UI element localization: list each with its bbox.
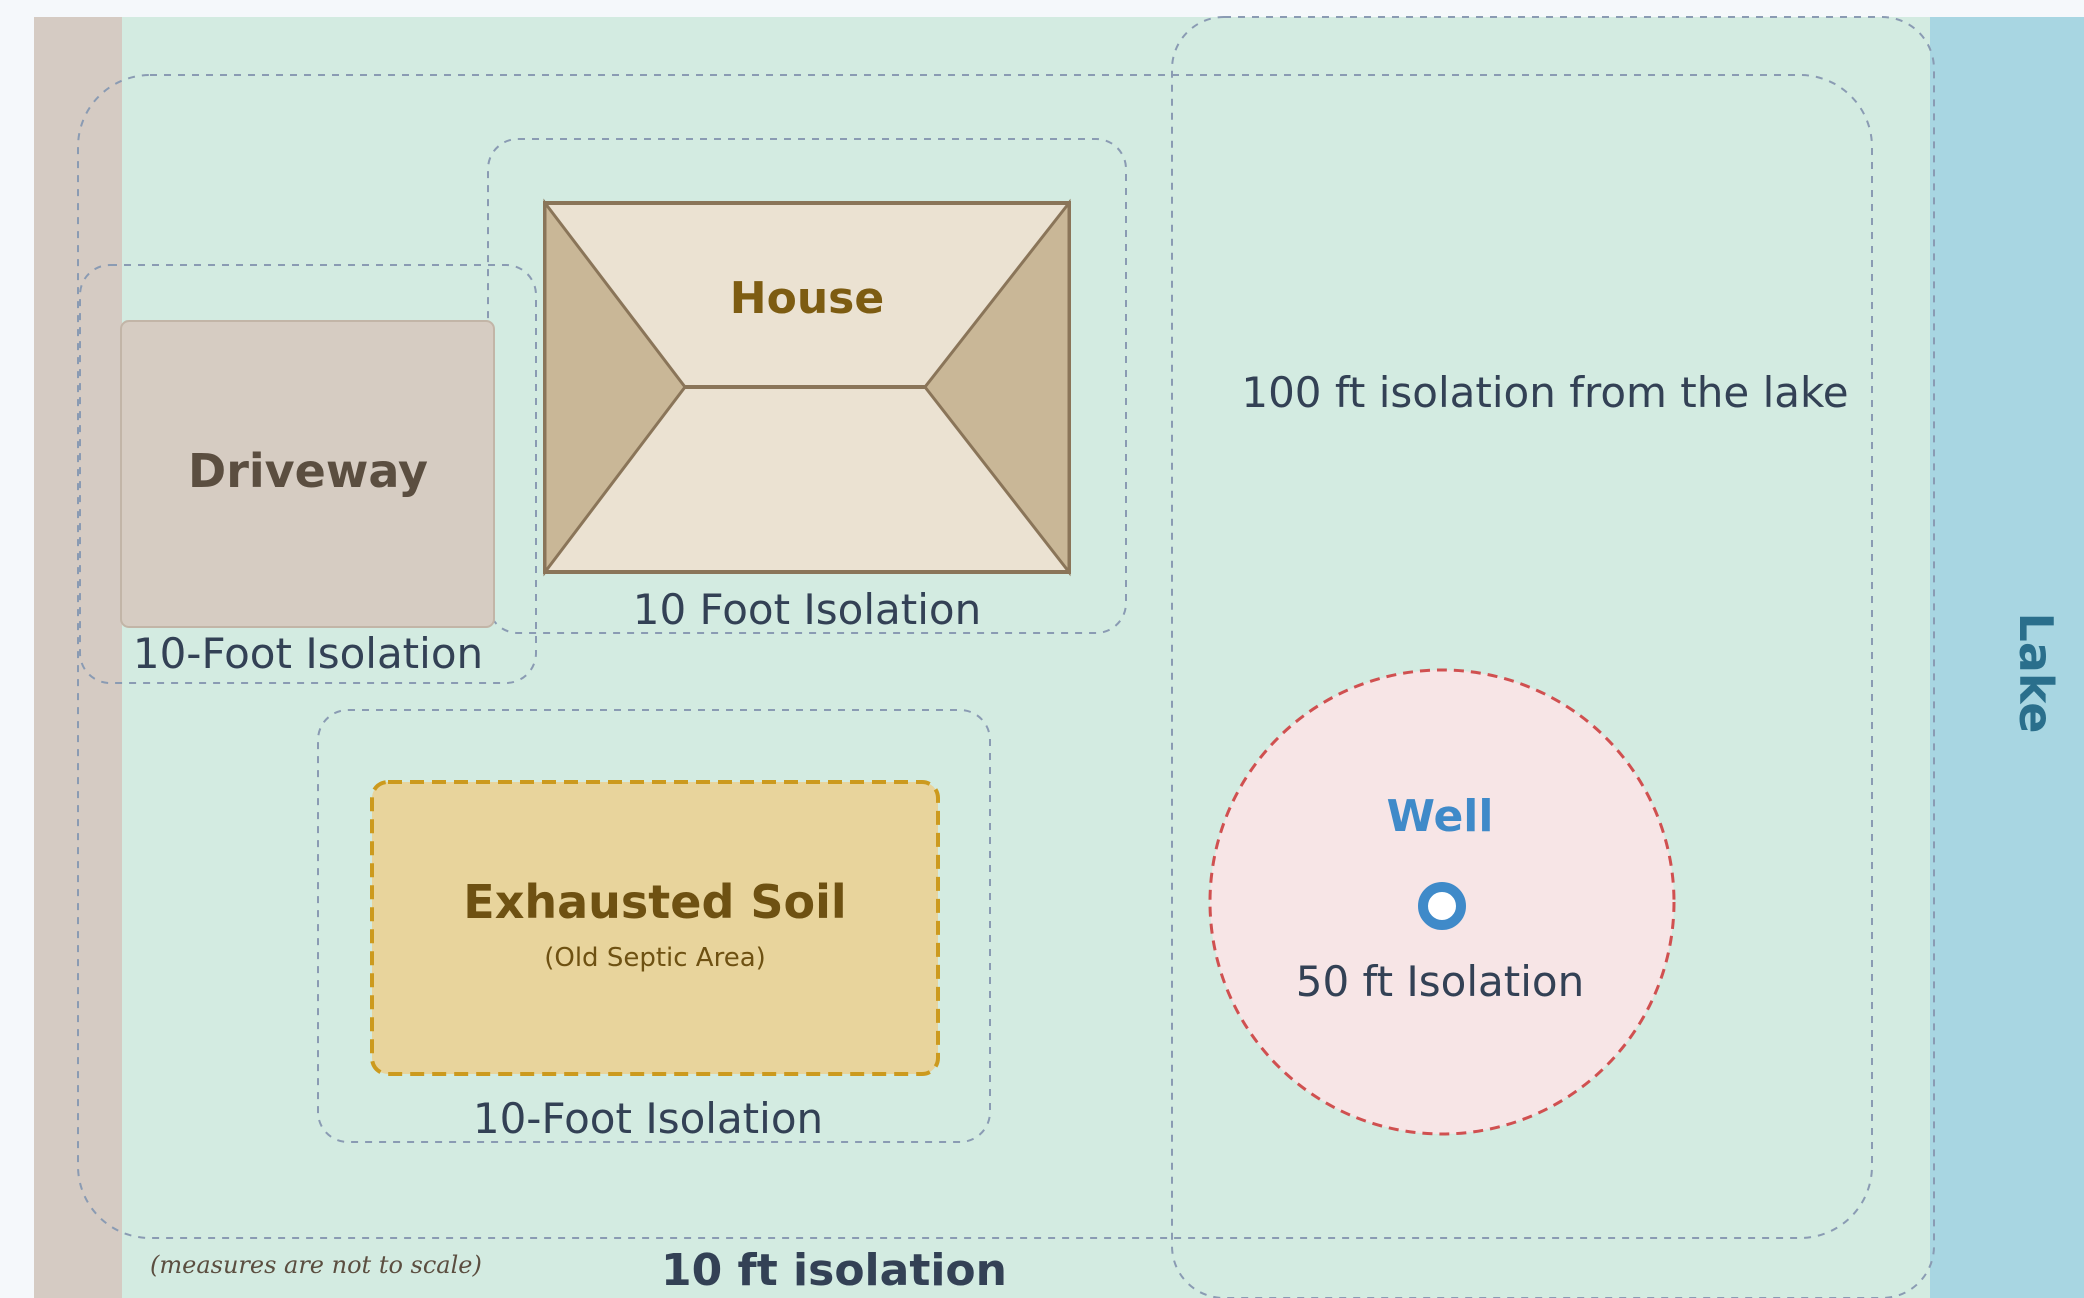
lake-isolation-zone [1171, 16, 1935, 1298]
house-roof-right-face [923, 198, 1071, 577]
driveway-isolation-zone [79, 264, 537, 684]
soil-isolation-zone [317, 709, 991, 1143]
house-label: House [730, 273, 884, 324]
house-roof-left-face [543, 198, 687, 577]
lake-label: Lake [2009, 613, 2063, 734]
well-label: Well [1387, 791, 1494, 842]
perimeter-isolation-zone [77, 74, 1873, 1239]
driveway-isolation-label: 10-Foot Isolation [133, 629, 483, 678]
well-marker [1418, 882, 1466, 930]
driveway [120, 320, 495, 628]
exhausted-soil-area [370, 780, 940, 1076]
scale-note: (measures are not to scale) [150, 1251, 482, 1279]
soil-isolation-label: 10-Foot Isolation [473, 1094, 823, 1143]
house-isolation-label: 10 Foot Isolation [633, 585, 982, 634]
lake-area [1930, 17, 2084, 1298]
perimeter-isolation-label: 10 ft isolation [661, 1245, 1007, 1296]
exhausted-soil-sublabel: (Old Septic Area) [544, 943, 766, 973]
exhausted-soil-label: Exhausted Soil [463, 875, 846, 929]
driveway-label: Driveway [188, 444, 428, 498]
house [543, 198, 1071, 577]
well-isolation-label: 50 ft Isolation [1296, 957, 1584, 1006]
lake-isolation-label: 100 ft isolation from the lake [1241, 368, 1848, 417]
